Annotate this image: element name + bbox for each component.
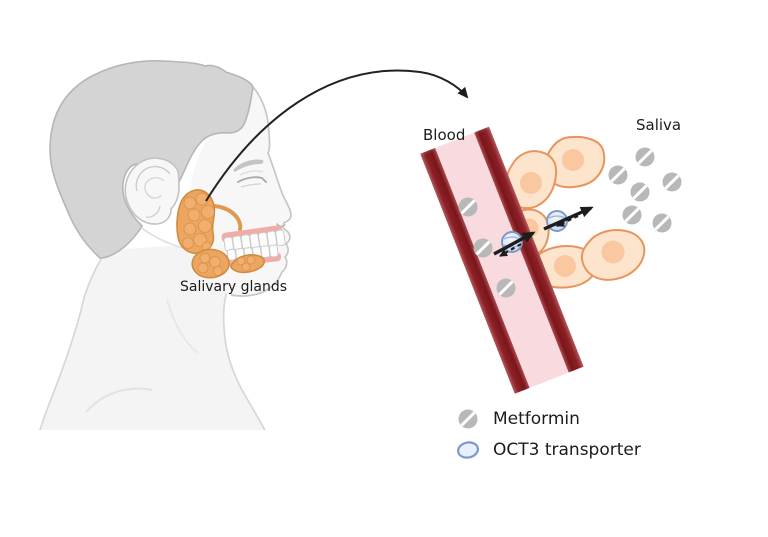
neck-and-shoulders xyxy=(30,246,287,505)
submandibular-gland xyxy=(191,248,230,279)
parotid-gland xyxy=(176,189,216,255)
vessel-wall-left xyxy=(420,147,530,394)
oct3-transporter-icon xyxy=(456,441,480,459)
transport-arrow-solid-2 xyxy=(543,206,594,231)
blood-label: Blood xyxy=(423,126,466,144)
neck-contour-line xyxy=(166,299,199,354)
eyebrow xyxy=(233,159,264,172)
sublingual-gland xyxy=(230,254,265,274)
cell xyxy=(504,150,558,210)
person-head-illustration xyxy=(30,60,292,505)
legend-label-oct3-transporter: OCT3 transporter xyxy=(493,440,641,460)
transport-arrows xyxy=(493,206,594,257)
parotid-duct xyxy=(206,203,243,231)
metformin-particle xyxy=(661,171,683,193)
metformin-particle xyxy=(621,204,643,226)
metformin-particle xyxy=(634,146,656,168)
blood-vessel xyxy=(420,126,584,394)
cell-nucleus xyxy=(554,255,576,277)
lower-eyelid-line xyxy=(240,183,262,188)
metformin-particle xyxy=(607,164,629,186)
shoulder-contour-line xyxy=(85,387,153,413)
metformin-particle xyxy=(629,181,651,203)
callout-arrow xyxy=(205,69,469,202)
nostril xyxy=(276,223,286,228)
eyelid-crease xyxy=(239,170,264,176)
metformin-particle xyxy=(457,196,479,218)
legend-item-metformin: Metformin xyxy=(456,408,641,430)
cell xyxy=(580,229,646,281)
cell-nucleus xyxy=(601,240,625,264)
face-profile-line xyxy=(230,86,292,297)
facial-details xyxy=(233,159,286,228)
closed-eye xyxy=(237,176,267,183)
metformin-particle xyxy=(472,237,494,259)
transport-inset xyxy=(420,126,683,394)
vessel-wall-right xyxy=(474,126,584,373)
legend-item-oct3-transporter: OCT3 transporter xyxy=(456,439,641,461)
transport-arrow-dashed-2 xyxy=(556,215,579,227)
metformin-particle xyxy=(495,277,517,299)
cell-nucleus xyxy=(520,172,542,194)
legend: Metformin OCT3 transporter xyxy=(456,408,641,461)
salivary-glands xyxy=(176,189,265,279)
saliva-label: Saliva xyxy=(636,116,682,134)
metformin-particle xyxy=(651,212,673,234)
vessel-lumen xyxy=(435,132,569,388)
metformin-particles-saliva xyxy=(607,146,683,234)
legend-label-metformin: Metformin xyxy=(493,409,580,429)
ear xyxy=(124,157,180,225)
cell-nucleus xyxy=(562,149,584,171)
salivary-glands-label: Salivary glands xyxy=(180,279,288,295)
metformin-icon xyxy=(458,409,478,429)
